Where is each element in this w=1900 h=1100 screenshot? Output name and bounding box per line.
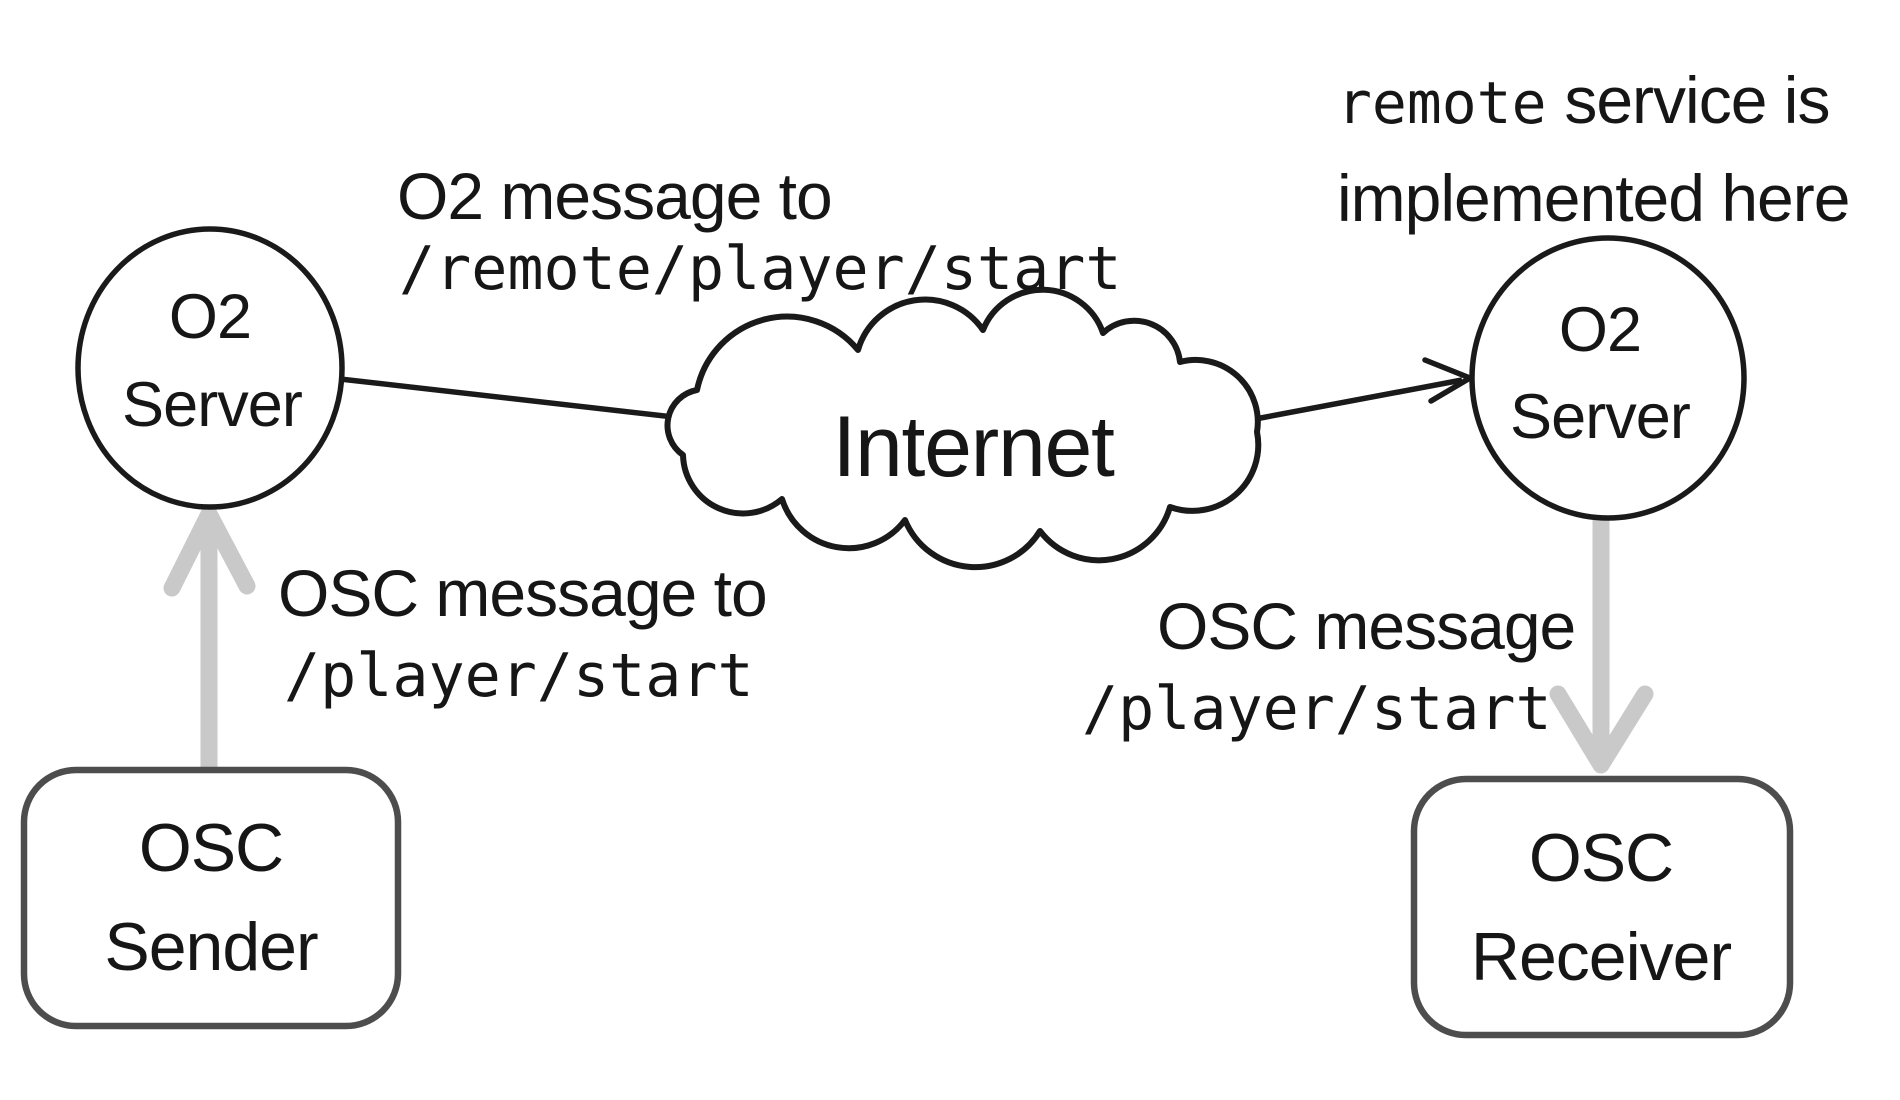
osc-up-arrowhead-icon xyxy=(163,505,256,597)
internet-cloud-shape xyxy=(664,286,1262,571)
osc-receiver-label-line1: OSC xyxy=(1528,820,1674,896)
osc-message-left-path: /player/start xyxy=(284,641,754,711)
left-server-label-line2: Server xyxy=(122,370,303,440)
o2-arrow-shaft xyxy=(1249,377,1463,423)
osc-sender-label-line1: OSC xyxy=(138,810,284,886)
osc-down-arrowhead-icon xyxy=(1549,685,1654,774)
osc-up-arrow xyxy=(163,505,256,770)
osc-sender-label-line2: Sender xyxy=(104,909,318,985)
osc-receiver-box xyxy=(1410,775,1794,1039)
remote-service-mono: remote xyxy=(1337,69,1547,137)
remote-service-rest: service is xyxy=(1564,63,1830,137)
internet-label: Internet xyxy=(832,399,1115,495)
implemented-here-label: implemented here xyxy=(1337,161,1850,235)
o2-message-label: O2 message to xyxy=(397,159,833,233)
o2-arrow xyxy=(1249,357,1473,423)
osc-message-right-label: OSC message xyxy=(1157,589,1576,663)
o2-message-path: /remote/player/start xyxy=(399,234,1122,304)
o2-link-line xyxy=(339,376,701,423)
right-server-label-line1: O2 xyxy=(1558,295,1642,365)
left-o2-server-circle xyxy=(75,226,345,510)
left-server-label-line1: O2 xyxy=(168,282,252,352)
osc-sender-box xyxy=(20,766,402,1030)
osc-receiver-label-line2: Receiver xyxy=(1470,919,1732,995)
osc-message-right-path: /player/start xyxy=(1082,674,1552,744)
osc-down-arrow xyxy=(1549,518,1654,774)
right-o2-server-circle xyxy=(1469,235,1747,521)
osc-message-left-label: OSC message to xyxy=(278,556,768,630)
right-server-label-line2: Server xyxy=(1510,382,1691,452)
